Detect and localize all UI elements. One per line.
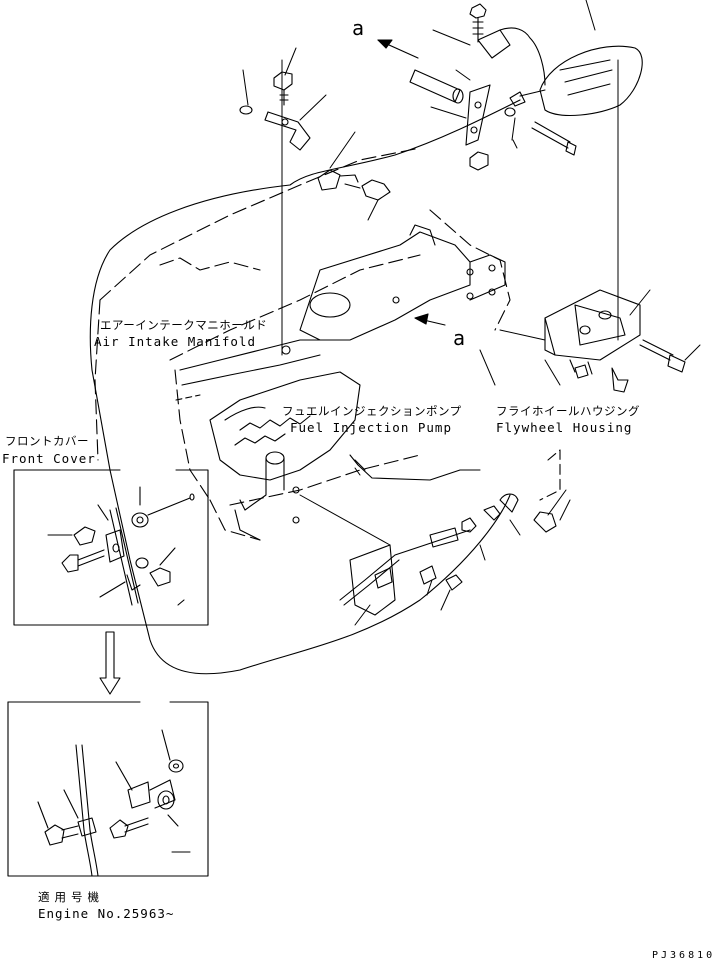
cable-assembly-top [90,4,642,674]
reference-arrow-mid [415,314,445,325]
flywheel-housing-label: Flywheel Housing [496,420,633,435]
air-intake-manifold-label-jp: エアーインテークマニホールド [100,318,268,332]
front-cover-label-jp: フロントカバー [5,434,89,448]
air-intake-manifold-label: Air Intake Manifold [94,334,256,349]
reference-mark-mid: a [453,326,466,350]
flywheel-housing-label-jp: フライホイールハウジング [496,404,640,418]
flywheel-bracket [545,290,685,392]
down-arrow [100,632,120,694]
reference-mark-top: a [352,16,365,40]
cable-parts-lower [340,450,560,615]
fuel-injection-pump-label-jp: フュエルインジェクションポンプ [282,404,462,418]
reference-arrow-top [378,40,418,58]
engine-number-detail [8,702,208,876]
drawing-code: PJ36810 [652,950,716,961]
applicable-units-label-jp: 適用号機 [38,890,104,904]
clamp-bracket-upper-left [240,72,390,200]
front-cover-label: Front Cover [2,451,96,466]
intake-manifold [176,225,505,400]
front-cover-detail [14,470,208,625]
leader-lines [243,0,700,625]
fuel-injection-pump [210,372,480,540]
fuel-injection-pump-label: Fuel Injection Pump [290,420,452,435]
engine-number-label: Engine No.25963~ [38,906,175,921]
